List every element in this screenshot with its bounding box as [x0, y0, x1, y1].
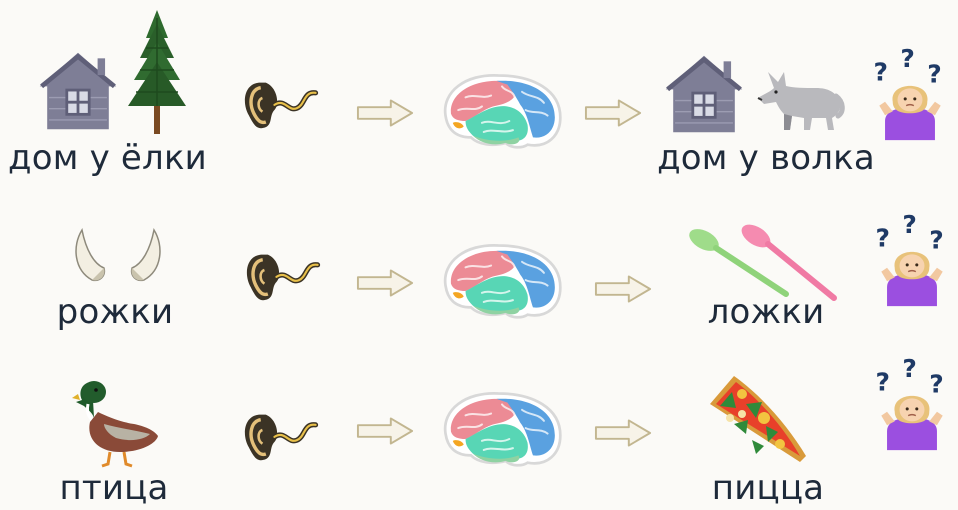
fir-tree-icon	[126, 8, 188, 134]
arrow-right-icon	[584, 98, 642, 128]
arrow-right-icon	[594, 418, 652, 448]
arrow-right-icon	[356, 98, 414, 128]
arrow-right-icon	[356, 268, 414, 298]
brain-icon	[438, 70, 566, 152]
confused-person-question-marks-icon	[870, 48, 950, 144]
arrow-right-icon	[594, 274, 652, 304]
brain-icon	[438, 240, 566, 322]
understood-phrase-label: ложки	[700, 292, 832, 332]
house-icon	[36, 48, 120, 134]
example-row-1: дом у ёлки дом у волка	[0, 0, 958, 170]
ear-with-sound-wave-icon	[242, 246, 328, 306]
arrow-right-icon	[356, 416, 414, 446]
horns-icon	[70, 226, 166, 284]
understood-phrase-label: пицца	[702, 468, 834, 508]
heard-phrase-label: рожки	[40, 292, 190, 332]
house-icon	[662, 52, 746, 136]
ear-with-sound-wave-icon	[240, 74, 326, 134]
confused-person-question-marks-icon	[872, 358, 952, 454]
example-row-3: птица пицца	[0, 340, 958, 510]
wolf-icon	[754, 66, 846, 132]
ear-with-sound-wave-icon	[240, 406, 326, 466]
confused-person-question-marks-icon	[872, 214, 952, 310]
brain-icon	[438, 388, 566, 470]
heard-phrase-label: птица	[44, 468, 184, 508]
duck-icon	[74, 378, 160, 466]
pizza-slice-icon	[706, 374, 810, 466]
example-row-2: рожки ложки	[0, 170, 958, 340]
